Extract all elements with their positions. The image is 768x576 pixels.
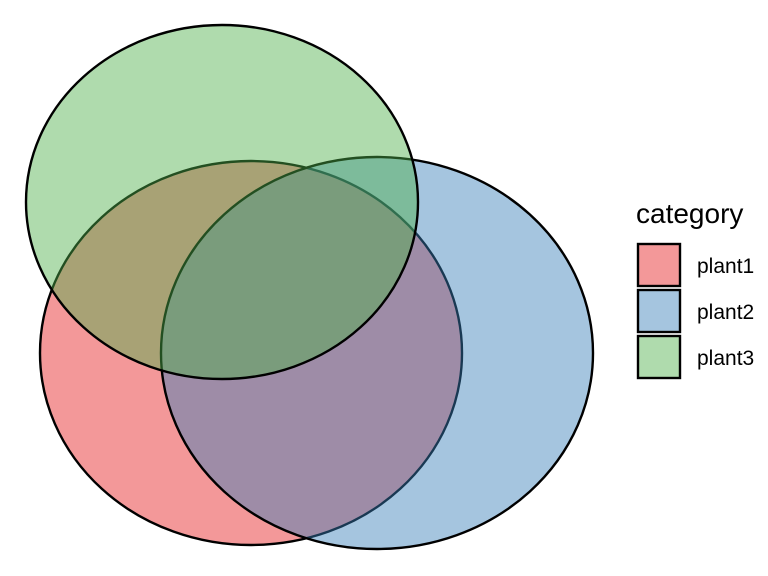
legend-key-plant1 bbox=[636, 242, 682, 288]
legend-item-plant3: plant3 bbox=[636, 334, 754, 380]
legend-item-plant1: plant1 bbox=[636, 242, 754, 288]
legend-key-plant3 bbox=[636, 334, 682, 380]
set-plant2-ellipse bbox=[159, 155, 595, 551]
legend-label-plant3: plant3 bbox=[697, 347, 754, 370]
legend-title: category bbox=[636, 198, 743, 229]
legend-key-plant2 bbox=[636, 288, 682, 334]
legend-label-plant2: plant2 bbox=[697, 301, 754, 324]
legend: category plant1 plant2 plant3 bbox=[636, 198, 754, 380]
legend-label-plant1: plant1 bbox=[697, 255, 754, 278]
legend-item-plant2: plant2 bbox=[636, 288, 754, 334]
set-plant3-ellipse bbox=[24, 23, 420, 381]
set-plant1-ellipse bbox=[38, 159, 464, 547]
